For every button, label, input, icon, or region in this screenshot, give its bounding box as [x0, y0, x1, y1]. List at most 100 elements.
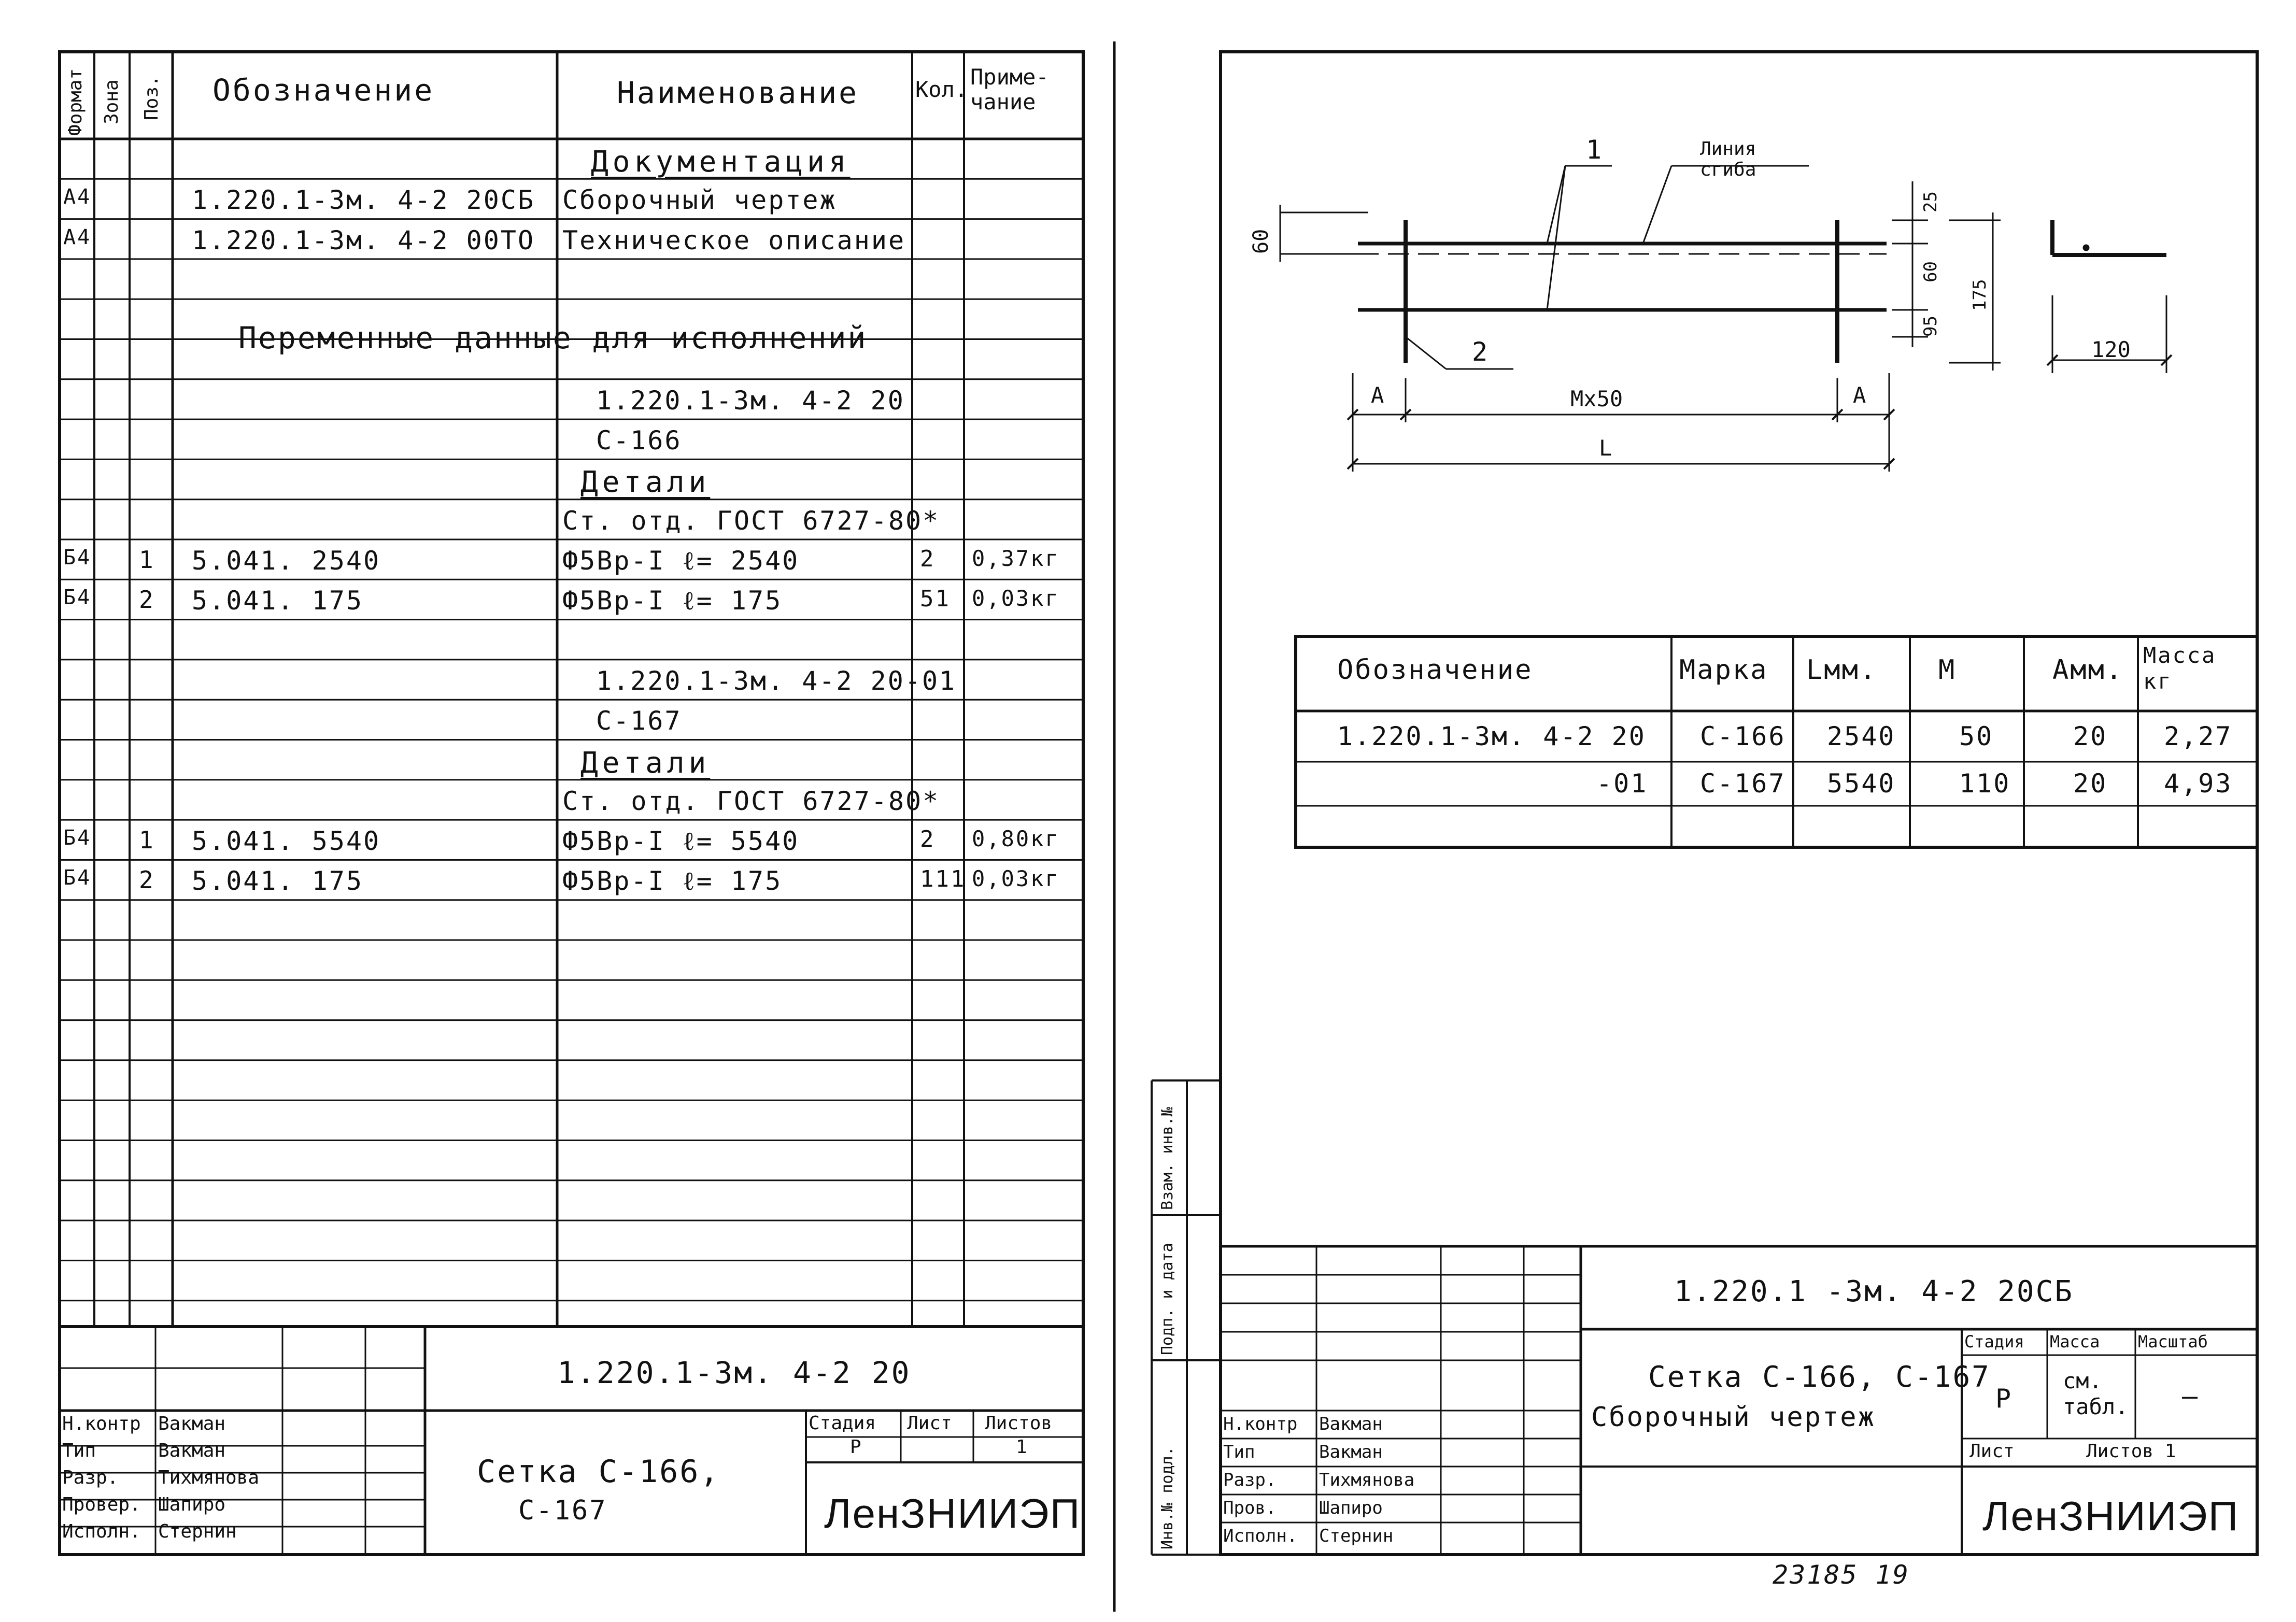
- sheets-value: 1: [1016, 1436, 1027, 1458]
- row-qty: 2: [920, 826, 936, 853]
- dim-95: 95: [1920, 316, 1941, 337]
- role-label: Тип: [62, 1440, 96, 1461]
- table-header-cell: Масса кг: [2143, 643, 2217, 694]
- row-qty: 2: [920, 546, 936, 572]
- role-label: Пров.: [1223, 1498, 1277, 1518]
- title-line-2: Сборочный чертеж: [1591, 1402, 1876, 1433]
- title-line-1: Сетка С-166, С-167: [1648, 1360, 1991, 1394]
- row-qty: 51: [920, 586, 951, 613]
- person-name: Стернин: [158, 1521, 237, 1542]
- row-qty: 111: [920, 866, 966, 893]
- table-cell: 2540: [1827, 721, 1896, 751]
- row-format: А4: [63, 225, 92, 249]
- row-name: Ст. отд. ГОСТ 6727-80*: [562, 505, 940, 536]
- role-label: Н.контр: [62, 1413, 141, 1434]
- row-name: Детали: [580, 746, 711, 780]
- row-name: Ф5Вр-I ℓ= 175: [562, 866, 783, 897]
- dim-25: 25: [1920, 191, 1941, 212]
- header-name: Наименование: [617, 75, 859, 110]
- role-label: Исполн.: [62, 1521, 141, 1542]
- row-name: Техническое описание: [562, 225, 906, 255]
- label-pos-1: 1: [1586, 135, 1604, 165]
- title-code: 1.220.1 -3м. 4-2 20СБ: [1674, 1275, 2074, 1308]
- header-designation: Обозначение: [212, 73, 435, 108]
- row-name: Ст. отд. ГОСТ 6727-80*: [562, 786, 940, 816]
- person-name: Стернин: [1319, 1526, 1394, 1546]
- table-cell: 1.220.1-3м. 4-2 20: [1337, 721, 1646, 751]
- dim-a-left: А: [1371, 382, 1384, 408]
- stamp-inv-orig: Инв.№ подл.: [1158, 1446, 1177, 1549]
- row-note: 0,03кг: [972, 586, 1060, 611]
- row-pos: 2: [139, 586, 155, 614]
- sheet-label: Лист: [1969, 1441, 2015, 1462]
- header-qty: Кол.: [915, 77, 968, 102]
- title-code: 1.220.1-3м. 4-2 20: [557, 1355, 911, 1390]
- header-zone: Зона: [101, 79, 122, 124]
- role-label: Н.контр: [1223, 1414, 1298, 1434]
- person-name: Вакман: [158, 1440, 226, 1461]
- table-header-cell: Обозначение: [1337, 655, 1533, 686]
- footer-code: 23185 19: [1773, 1560, 1910, 1590]
- dim-175: 175: [1969, 279, 1990, 311]
- table-cell: -01: [1596, 769, 1648, 799]
- row-name: 1.220.1-3м. 4-2 20-01: [596, 665, 957, 696]
- person-name: Вакман: [1319, 1414, 1383, 1434]
- mass-value: см. табл.: [2063, 1368, 2129, 1419]
- row-name: Ф5Вр-I ℓ= 2540: [562, 546, 800, 576]
- row-name: Ф5Вр-I ℓ= 175: [562, 586, 783, 616]
- table-cell: 2,27: [2164, 721, 2233, 751]
- person-name: Тихмянова: [1319, 1470, 1415, 1490]
- person-name: Вакман: [158, 1413, 226, 1434]
- dim-l: L: [1599, 435, 1612, 461]
- scale-value: —: [2182, 1381, 2200, 1411]
- role-label: Разр.: [1223, 1470, 1277, 1490]
- table-header-cell: Марка: [1679, 655, 1768, 686]
- stamp-sign-date: Подп. и дата: [1158, 1243, 1177, 1355]
- role-label: Тип: [1223, 1442, 1255, 1462]
- mass-label: Масса: [2050, 1332, 2100, 1351]
- row-designation: 1.220.1-3м. 4-2 00ТО: [192, 225, 535, 255]
- stage-value: Р: [850, 1436, 861, 1458]
- stage-label: Стадия: [809, 1413, 876, 1434]
- dim-120: 120: [2091, 337, 2131, 362]
- row-pos: 1: [139, 546, 155, 574]
- scale-label: Масштаб: [2138, 1332, 2208, 1351]
- dim-a-right: А: [1853, 382, 1866, 408]
- org-logo: ЛенЗНИИЭП: [1982, 1493, 2240, 1539]
- table-cell: 20: [2073, 769, 2108, 799]
- dim-m-x-50: Мх50: [1570, 386, 1623, 411]
- stage-label: Стадия: [1964, 1332, 2024, 1351]
- row-designation: 5.041. 2540: [192, 546, 381, 576]
- row-name: Сборочный чертеж: [562, 185, 837, 216]
- row-format: А4: [63, 185, 92, 209]
- header-note: Приме- чание: [970, 64, 1049, 115]
- table-cell: 20: [2073, 721, 2108, 751]
- table-cell: 4,93: [2164, 769, 2233, 799]
- row-name: Детали: [580, 465, 711, 500]
- table-cell: 5540: [1827, 769, 1896, 799]
- row-name: С-166: [596, 425, 682, 456]
- table-cell: С-167: [1700, 769, 1786, 799]
- row-pos: 2: [139, 866, 155, 894]
- title-line-2: С-167: [518, 1495, 607, 1526]
- row-designation: 1.220.1-3м. 4-2 20СБ: [192, 185, 535, 216]
- row-format: Б4: [63, 546, 92, 570]
- row-designation: 5.041. 5540: [192, 826, 381, 857]
- table-cell: 110: [1959, 769, 2011, 799]
- row-note: 0,37кг: [972, 546, 1060, 571]
- row-designation: 5.041. 175: [192, 866, 364, 897]
- variable-data-heading: Переменные данные для исполнений: [238, 320, 868, 355]
- org-logo: ЛенЗНИИЭП: [824, 1490, 1081, 1536]
- dim-60-left: 60: [1249, 229, 1273, 254]
- row-name: 1.220.1-3м. 4-2 20: [596, 385, 905, 416]
- table-header-cell: Lмм.: [1806, 655, 1878, 686]
- dim-60: 60: [1920, 261, 1941, 282]
- label-bend-line: Линия сгиба: [1700, 138, 1756, 180]
- row-designation: 5.041. 175: [192, 586, 364, 616]
- sheets-label: Листов 1: [2086, 1441, 2176, 1462]
- person-name: Шапиро: [1319, 1498, 1383, 1518]
- table-header-cell: М: [1938, 655, 1957, 686]
- person-name: Вакман: [1319, 1442, 1383, 1462]
- header-pos: Поз.: [141, 75, 162, 120]
